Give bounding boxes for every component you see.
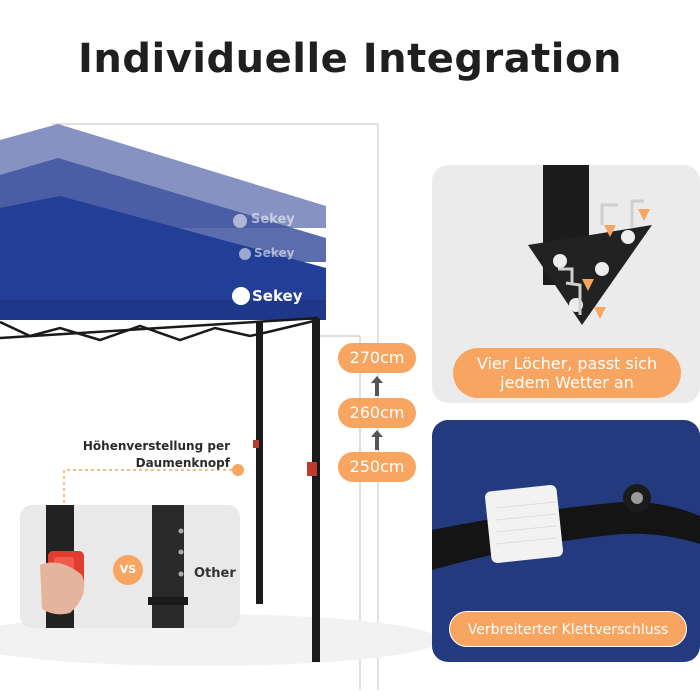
page-title: Individuelle Integration xyxy=(78,36,622,82)
height-250-badge: 250cm xyxy=(338,452,416,482)
adjust-label-line1: Höhenverstellung per xyxy=(82,439,230,453)
brand-mark-2: Sekey xyxy=(254,246,295,260)
foot-plate-caption-line1: Vier Löcher, passt sich xyxy=(476,354,658,373)
arrow-up-icon xyxy=(371,376,383,396)
other-label: Other xyxy=(194,566,236,581)
height-260-badge: 260cm xyxy=(338,398,416,428)
height-270-badge: 270cm xyxy=(338,343,416,373)
foot-plate-illustration xyxy=(528,165,652,325)
comparison-illustration xyxy=(40,505,188,628)
arrow-up-icon xyxy=(371,430,383,450)
foot-plate-caption-line2: jedem Wetter an xyxy=(500,373,634,392)
canopy-250 xyxy=(0,196,326,318)
leg-right xyxy=(312,318,320,662)
adjust-label: Höhenverstellung per Daumenknopf xyxy=(60,438,230,472)
brand-mark-3: Sekey xyxy=(252,287,303,305)
brand-mark-1: Sekey xyxy=(251,212,295,227)
velcro-caption: Verbreiterter Klettverschluss xyxy=(449,611,687,647)
adjust-label-line2: Daumenknopf xyxy=(135,456,230,470)
foot-plate-caption: Vier Löcher, passt sich jedem Wetter an xyxy=(453,348,681,398)
velcro-illustration xyxy=(432,484,700,570)
vs-badge: VS xyxy=(113,555,143,585)
leg-left xyxy=(256,322,263,604)
